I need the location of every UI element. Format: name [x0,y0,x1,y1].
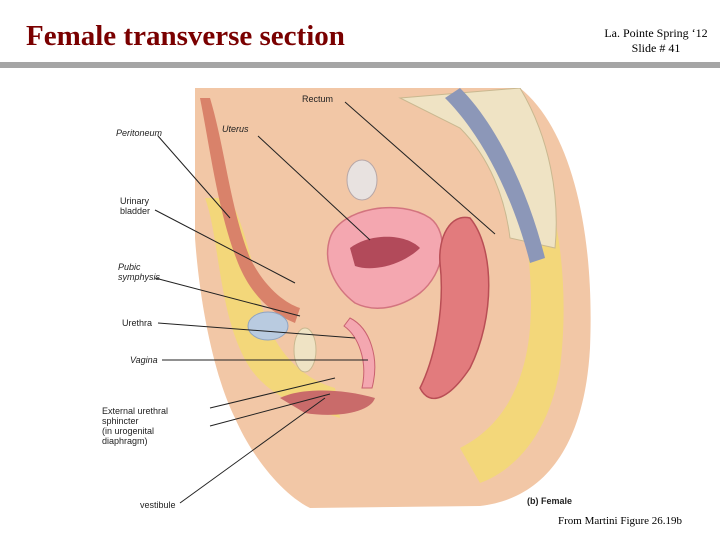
label-vestibule: vestibule [140,500,176,510]
rectum-shape [419,216,490,400]
vaginal-canal [343,317,376,389]
label-sphincter-line4: diaphragm) [102,436,148,446]
abdominal-muscle [200,98,300,323]
ovary-shape [346,159,378,201]
leader-lines [154,101,496,504]
course-term: La. Pointe Spring ‘12 [604,26,708,40]
course-info: La. Pointe Spring ‘12 Slide # 41 [594,26,718,56]
uterine-cavity [350,236,420,269]
label-peritoneum: Peritoneum [116,128,163,138]
title-divider [0,62,720,68]
anatomy-svg [154,88,591,508]
label-pubic-symphysis-line1: Pubic [118,262,141,272]
external-genitalia [280,390,375,415]
label-pubic-symphysis-line2: symphysis [118,272,161,282]
label-sphincter-line2: sphincter [102,416,139,426]
bladder-shape [247,311,289,341]
label-urinary-bladder-line1: Urinary [120,196,150,206]
label-rectum: Rectum [302,94,334,104]
slide-number: Slide # 41 [631,41,681,55]
anatomy-illustration: Rectum Uterus Peritoneum Urinary bladder… [100,88,600,513]
label-sphincter-line3: (in urogenital [102,426,155,436]
label-uterus: Uterus [222,124,249,134]
label-urinary-bladder: Urinary bladder [120,196,150,216]
label-external-sphincter: External urethral sphincter (in urogenit… [102,406,168,446]
label-urethra: Urethra [122,318,153,328]
label-sphincter-line1: External urethral [102,406,169,416]
figure-caption: From Martini Figure 26.19b [558,515,683,527]
label-pubic-symphysis: Pubic symphysis [118,262,160,282]
figure-tag: (b) Female [527,496,573,506]
spine-band [445,88,545,263]
slide-title: Female transverse section [26,20,345,52]
pubic-bone [293,327,317,373]
label-vagina: Vagina [130,355,158,365]
label-urinary-bladder-line2: bladder [120,206,151,216]
